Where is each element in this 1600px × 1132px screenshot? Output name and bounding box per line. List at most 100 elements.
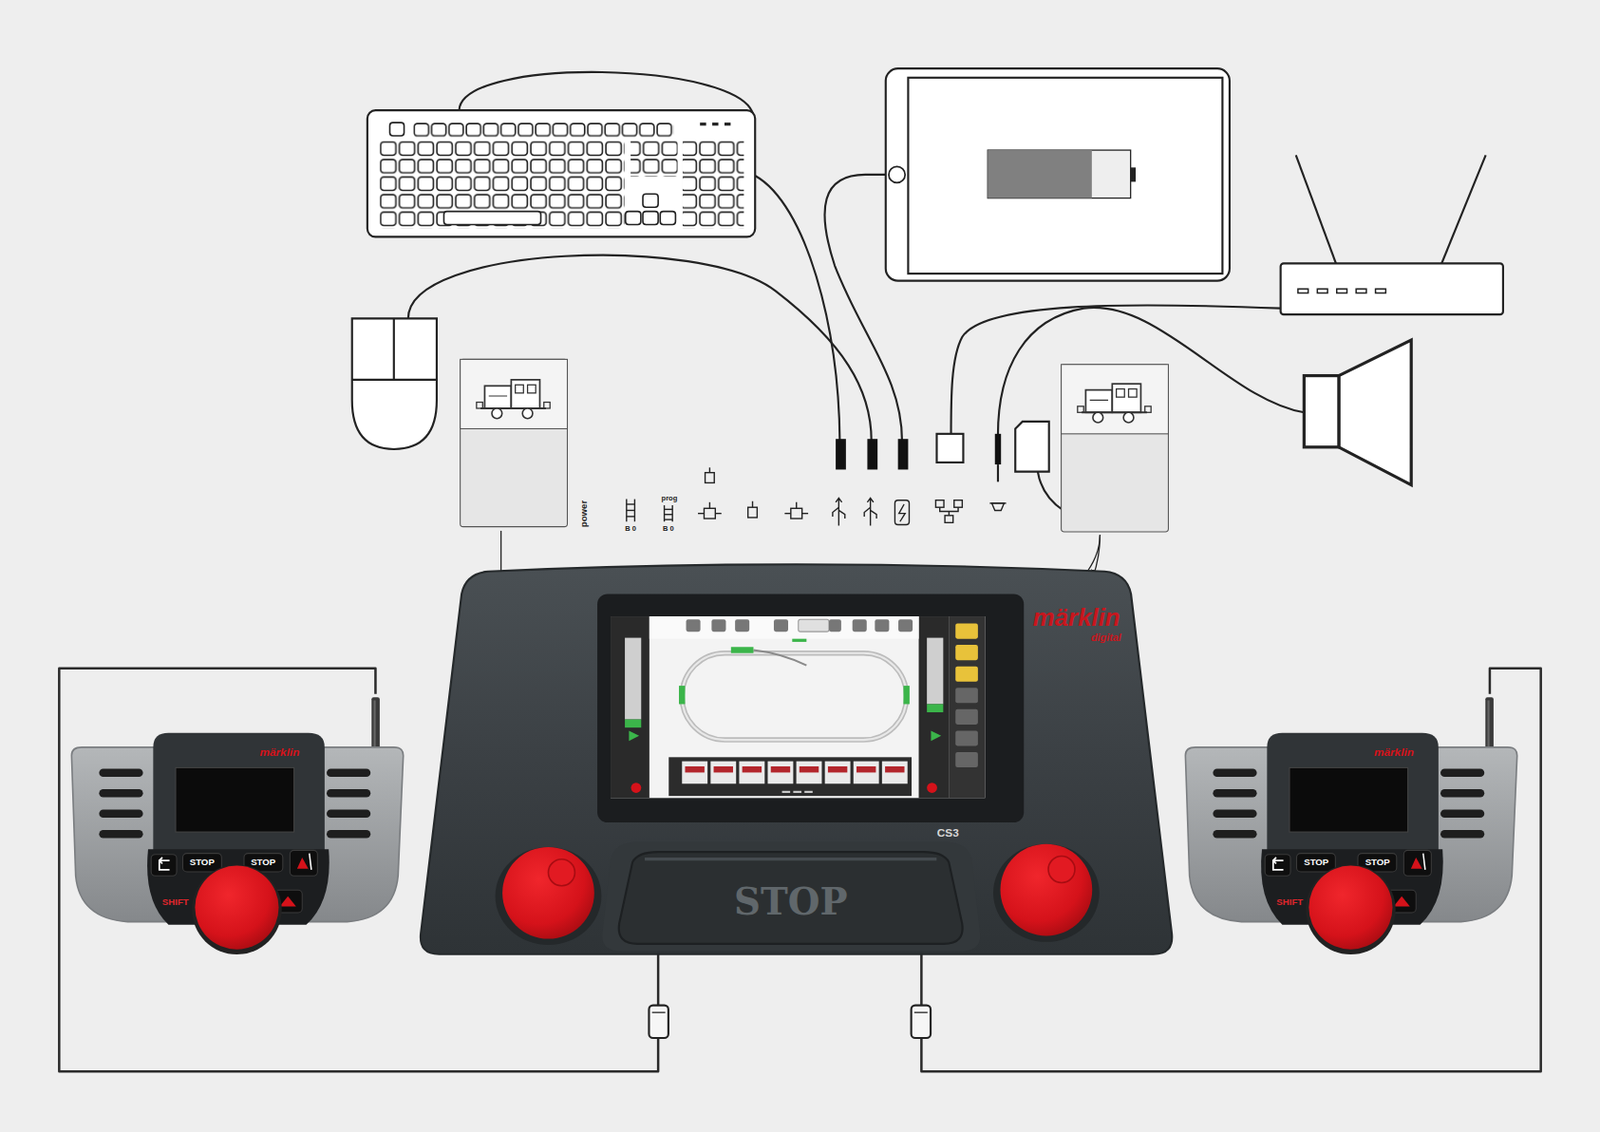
loco-card [1061, 364, 1169, 434]
throttle-base [494, 847, 602, 945]
speaker [1303, 376, 1339, 448]
central-station-outline [730, 646, 753, 653]
keyboard [367, 110, 755, 237]
insert-arrow [501, 530, 1101, 581]
loco-card [1061, 364, 1169, 532]
mobile-station-outline [1440, 829, 1485, 839]
ms-knob [1309, 865, 1393, 949]
router [1296, 154, 1337, 265]
port-label: B 0 [624, 525, 637, 533]
keyboard [443, 211, 541, 226]
central-station-outline [684, 766, 904, 772]
central-station-outline [824, 761, 850, 785]
mobile-station-outline [1213, 829, 1258, 839]
port-icon [864, 498, 877, 527]
stop-bar-recess [602, 842, 980, 952]
port-icon [752, 501, 753, 508]
tablet [907, 77, 1223, 274]
central-station-outline [955, 709, 979, 725]
plug [898, 438, 909, 470]
router [1355, 288, 1367, 293]
antenna [371, 696, 380, 751]
tablet [987, 150, 1092, 199]
button-label: STOP [250, 857, 276, 867]
central-station-outline [741, 766, 761, 772]
stop-button-outline [644, 857, 937, 861]
central-station-outline [681, 761, 708, 785]
mobile-station-outline [373, 699, 376, 747]
port-icon [802, 512, 809, 514]
central-station-outline [955, 623, 979, 640]
central-station-outline [955, 666, 979, 682]
insert-arrow [1092, 534, 1101, 578]
connector-plug [652, 1012, 666, 1014]
central-station-outline [547, 859, 575, 886]
central-station-outline [648, 616, 919, 640]
mobile-station-outline [182, 852, 222, 871]
speaker [1303, 339, 1412, 486]
port-icon [832, 498, 846, 527]
port-label: power [579, 499, 589, 527]
central-station-outline [856, 766, 876, 772]
central-station-outline [678, 685, 685, 704]
cs3-housing [420, 564, 1172, 954]
keyboard [699, 122, 706, 126]
port-icon [940, 507, 959, 516]
central-station-outline [828, 619, 842, 632]
mobile-station-outline [279, 895, 296, 906]
button-label: SHIFT [1276, 897, 1303, 907]
mobile-station-outline [147, 848, 330, 925]
stop-button-outline [617, 849, 964, 947]
plug [995, 433, 1001, 465]
central-station-outline [792, 790, 802, 793]
central-station-outline [898, 619, 913, 632]
central-station-outline [804, 790, 813, 793]
cable [58, 668, 659, 1072]
central-station-outline [791, 639, 807, 642]
mobile-station-outline [244, 852, 283, 871]
port-icon [935, 500, 944, 509]
port-icon [790, 508, 803, 519]
cable [1037, 471, 1064, 511]
central-station-outline [827, 766, 847, 772]
central-station-outline [930, 730, 942, 741]
port-icon [748, 507, 758, 518]
mobile-station-outline [1180, 694, 1521, 950]
port-label: B 0 [662, 525, 675, 533]
central-station-outline [798, 766, 818, 772]
mobile-station-shell [71, 747, 403, 923]
central-station-outline [884, 766, 904, 772]
mobile-station-outline [1265, 853, 1292, 876]
button-label: STOP [189, 857, 215, 867]
keyboard [367, 110, 755, 237]
central-station-outline [624, 719, 641, 729]
central-station: märklindigitalCS3STOP [418, 561, 1174, 955]
mobile-station: märklinSTOPSTOPSHIFT [66, 694, 407, 950]
port-icon [664, 513, 674, 515]
plug [997, 464, 999, 482]
button-label: STOP [1365, 857, 1391, 867]
keyboard [642, 211, 659, 226]
screen-bezel [597, 593, 1024, 823]
central-station-outline [955, 730, 979, 746]
ms-knob-base [1306, 864, 1397, 955]
port-icon [784, 512, 791, 514]
loco-card [476, 379, 550, 419]
mobile-station-outline [1213, 768, 1486, 838]
port-label: prog [661, 495, 678, 504]
mobile-station-outline [309, 852, 312, 869]
cable [997, 307, 1304, 435]
mobile-station-outline [1213, 768, 1258, 777]
screen [610, 616, 985, 798]
tablet [888, 166, 905, 183]
central-station-outline [918, 616, 949, 798]
mobile-station-outline [1273, 857, 1284, 870]
port-icon [992, 503, 1005, 511]
central-station-outline [767, 761, 793, 785]
mobile-station-outline [1213, 809, 1258, 818]
cable [408, 255, 872, 442]
